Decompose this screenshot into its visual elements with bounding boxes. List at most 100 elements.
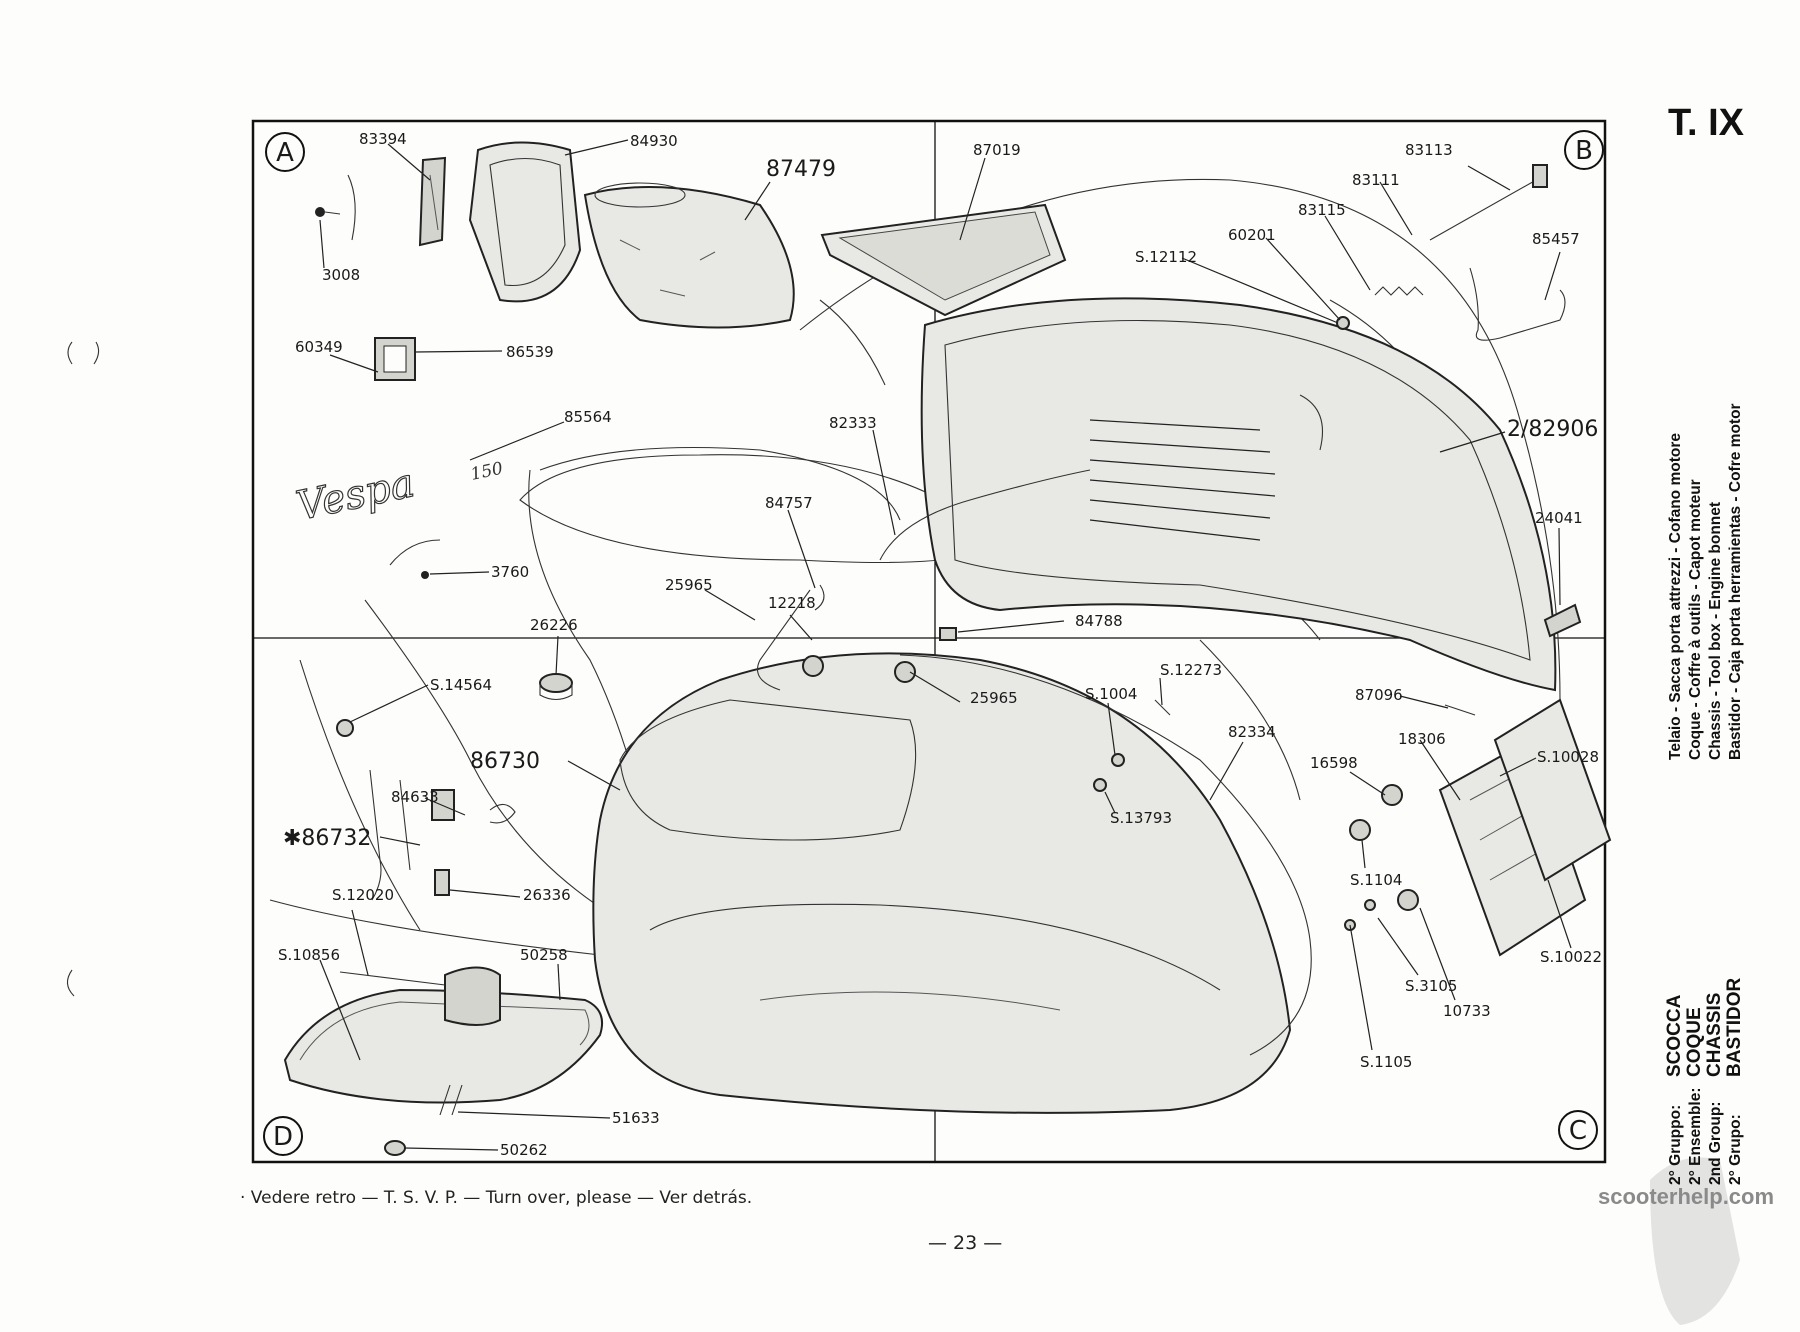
group-label-it: 2° Gruppo: [1667, 1105, 1684, 1185]
plate-number: T. IX [1668, 102, 1745, 144]
label-60349: 60349 [295, 338, 343, 356]
caption-spanish: Bastidor - Caja porta herramientas - Cof… [1727, 403, 1744, 760]
part-engine-bonnet-82906 [920, 297, 1557, 692]
label-87019: 87019 [973, 141, 1021, 159]
label-24041: 24041 [1535, 509, 1583, 527]
part-glovebox-shell-87479 [583, 182, 795, 329]
part-floor-pan-50258 [283, 966, 604, 1104]
label-S10028: S.10028 [1537, 748, 1599, 766]
part-bolt-84788 [939, 627, 957, 641]
label-S10022: S.10022 [1540, 948, 1602, 966]
quadrant-a-marker: A [265, 132, 305, 172]
label-83113: 83113 [1405, 141, 1453, 159]
part-screw-S14564 [336, 719, 354, 737]
part-rod-S12020 [339, 971, 446, 986]
part-bracket-83394 [347, 156, 447, 247]
part-hook-85457 [1469, 267, 1566, 341]
part-rod-12218 [756, 584, 825, 691]
caption-italian: Telaio - Sacca porta attrezzi - Cofano m… [1667, 433, 1684, 760]
part-screw-87096 [1444, 704, 1476, 716]
label-87479: 87479 [766, 157, 836, 182]
part-rubber-26226 [539, 673, 573, 701]
label-S1004: S.1004 [1085, 685, 1137, 703]
floor-outline [364, 599, 621, 921]
part-screw-S12273 [1154, 699, 1171, 716]
label-84788: 84788 [1075, 612, 1123, 630]
group-block: 2° Gruppo: 2° Ensemble: 2nd Group: 2° Gr… [1664, 978, 1745, 1186]
label-85457: 85457 [1532, 230, 1580, 248]
part-clip-51633 [439, 1084, 463, 1116]
label-S1104: S.1104 [1350, 871, 1402, 889]
floor-outline-left [299, 659, 421, 931]
vespa-150-logo: Vespa 150 [292, 459, 505, 531]
label-25965-upper: 25965 [665, 576, 713, 594]
quadrant-d-marker: D [263, 1116, 303, 1156]
part-plate-S10028 [1493, 698, 1612, 882]
rear-frame-line [1199, 639, 1301, 801]
part-toolbox-body-86730 [592, 652, 1292, 1114]
label-2-82906: 2/82906 [1507, 417, 1598, 442]
quadrant-a-letter: A [276, 138, 294, 168]
footboard-edge [269, 899, 601, 956]
part-hinge-24041 [1543, 603, 1582, 638]
group-name-en: CHASSIS [1704, 993, 1725, 1077]
part-clip-84633 [489, 803, 516, 824]
quadrant-d-letter: D [273, 1122, 293, 1152]
label-3760: 3760 [491, 563, 529, 581]
label-51633: 51633 [612, 1109, 660, 1127]
footer-note: · Vedere retro — T. S. V. P. — Turn over… [240, 1188, 752, 1208]
page-number: — 23 — [928, 1232, 1002, 1254]
label-S3105: S.3105 [1405, 977, 1457, 995]
label-S1105: S.1105 [1360, 1053, 1412, 1071]
quadrant-b-marker: B [1564, 130, 1604, 170]
caption-french: Coque - Coffre à outils - Capot moteur [1687, 479, 1704, 760]
binder-hole-mark [67, 341, 73, 365]
label-S13793: S.13793 [1110, 809, 1172, 827]
label-S12273: S.12273 [1160, 661, 1222, 679]
label-83394: 83394 [359, 130, 407, 148]
label-3008: 3008 [322, 266, 360, 284]
scooter-silhouette-watermark [1650, 1157, 1740, 1325]
label-84633: 84633 [391, 788, 439, 806]
part-spring-83115 [1374, 286, 1424, 296]
label-86539: 86539 [506, 343, 554, 361]
site-watermark: scooterhelp.com [1598, 1184, 1774, 1209]
logo-number: 150 [469, 459, 505, 485]
label-84930: 84930 [630, 132, 678, 150]
label-50258: 50258 [520, 946, 568, 964]
frame-curve [819, 299, 886, 386]
part-screw-3008 [315, 207, 341, 217]
part-bumpers-25965 [802, 655, 916, 683]
label-16598: 16598 [1310, 754, 1358, 772]
part-latch-rod-83113 [1429, 164, 1548, 241]
seat-outline [539, 446, 901, 521]
part-emblem-86539 [374, 337, 416, 381]
part-seal-82333 [879, 469, 1091, 561]
label-S14564: S.14564 [430, 676, 492, 694]
label-50262: 50262 [500, 1141, 548, 1159]
label-83111: 83111 [1352, 171, 1400, 189]
label-86730: 86730 [470, 749, 540, 774]
label-10733: 10733 [1443, 1002, 1491, 1020]
label-12218: 12218 [768, 594, 816, 612]
caption-english: Chassis - Tool box - Engine bonnet [1707, 502, 1724, 760]
label-26336: 26336 [523, 886, 571, 904]
quadrant-b-letter: B [1575, 136, 1593, 166]
group-label-fr: 2° Ensemble: [1687, 1087, 1704, 1185]
label-82334: 82334 [1228, 723, 1276, 741]
label-83115: 83115 [1298, 201, 1346, 219]
label-60201: 60201 [1228, 226, 1276, 244]
legshield-outline [528, 469, 641, 801]
label-S12112: S.12112 [1135, 248, 1197, 266]
part-legshield-frame-84930 [468, 141, 582, 303]
label-84757: 84757 [765, 494, 813, 512]
quadrant-c-marker: C [1558, 1110, 1598, 1150]
group-name-fr: COQUE [1684, 1007, 1705, 1077]
label-86732: ✱86732 [283, 826, 371, 851]
diagram-frame [251, 119, 1607, 1164]
logo-script: Vespa [293, 460, 419, 530]
leader-lines [319, 139, 1572, 1151]
part-labels: 83394 84930 87479 3008 60349 86539 85564… [278, 130, 1602, 1159]
